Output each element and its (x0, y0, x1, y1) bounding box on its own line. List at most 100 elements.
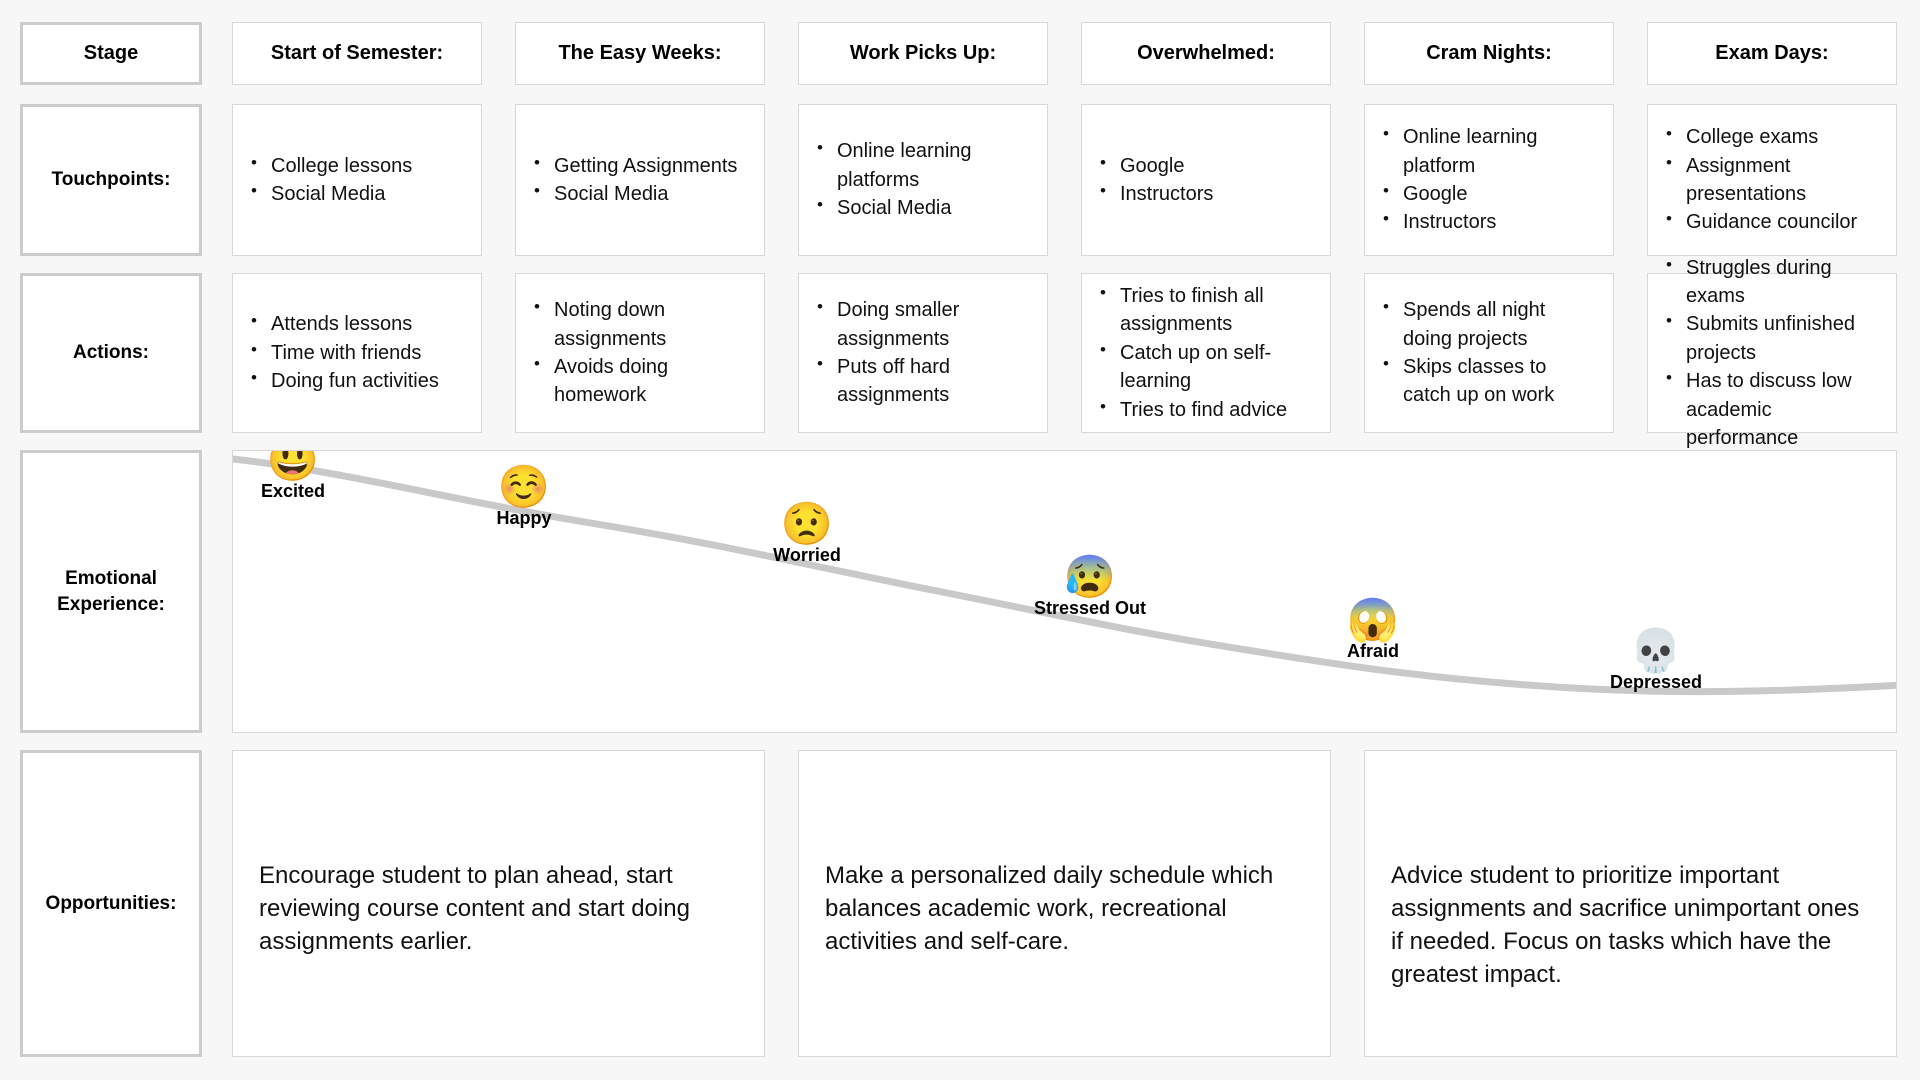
bullet-list: Noting down assignments Avoids doing hom… (516, 274, 764, 432)
bullet-list: College lessons Social Media (233, 105, 481, 255)
touchpoints-cell-2[interactable]: Getting Assignments Social Media (515, 104, 765, 256)
emotion-label: Happy (496, 508, 552, 528)
touchpoints-cell-3[interactable]: Online learning platforms Social Media (798, 104, 1048, 256)
header-stage-3[interactable]: Work Picks Up: (798, 22, 1048, 85)
bullet-list: Spends all night doing projects Skips cl… (1365, 274, 1613, 432)
actions-cell-3[interactable]: Doing smaller assignments Puts off hard … (798, 273, 1048, 433)
opportunities-cell-2[interactable]: Make a personalized daily schedule which… (798, 750, 1331, 1057)
skull-emoji: 💀 (1629, 627, 1683, 674)
list-item: Avoids doing homework (534, 352, 750, 410)
actions-cell-6[interactable]: Struggles during exams Submits unfinishe… (1647, 253, 1897, 449)
header-stage-4-text: Overwhelmed: (1137, 42, 1275, 64)
actions-cell-4[interactable]: Tries to finish all assignments Catch up… (1081, 273, 1331, 433)
actions-cell-1[interactable]: Attends lessons Time with friends Doing … (232, 273, 482, 433)
actions-cell-5[interactable]: Spends all night doing projects Skips cl… (1364, 273, 1614, 433)
header-stage-1[interactable]: Start of Semester: (232, 22, 482, 85)
header-stage-5[interactable]: Cram Nights: (1364, 22, 1614, 85)
row-label-actions: Actions: (20, 273, 202, 433)
emotional-experience-chart: 😃 Excited ☺️ Happy 😟 Worried 😰 Stressed … (232, 450, 1897, 733)
row-label-actions-text: Actions: (73, 342, 149, 364)
list-item: College exams (1666, 122, 1882, 151)
list-item: Tries to find advice (1100, 395, 1316, 424)
header-stage-6-text: Exam Days: (1715, 42, 1829, 64)
list-item: Submits unfinished projects (1666, 309, 1882, 367)
bullet-list: Tries to finish all assignments Catch up… (1082, 274, 1330, 432)
header-stage-5-text: Cram Nights: (1426, 42, 1552, 64)
list-item: Time with friends (251, 338, 467, 367)
list-item: Online learning platforms (817, 136, 1033, 194)
opportunity-text: Make a personalized daily schedule which… (825, 862, 1274, 956)
face-screaming-in-fear-emoji: 😱 (1346, 596, 1400, 643)
header-stage-6[interactable]: Exam Days: (1647, 22, 1897, 85)
row-label-emotional-experience: Emotional Experience: (20, 450, 202, 733)
row-label-touchpoints-text: Touchpoints: (51, 169, 171, 191)
bullet-list: Struggles during exams Submits unfinishe… (1648, 253, 1896, 449)
list-item: Google (1383, 179, 1599, 208)
emotion-label: Stressed Out (1033, 598, 1147, 618)
list-item: College lessons (251, 151, 467, 180)
emotion-label: Depressed (1609, 672, 1703, 692)
emotion-point-depressed: 💀 Depressed (1566, 628, 1746, 693)
list-item: Spends all night doing projects (1383, 295, 1599, 353)
emotion-point-worried: 😟 Worried (717, 501, 897, 566)
list-item: Doing smaller assignments (817, 295, 1033, 353)
header-stage-4[interactable]: Overwhelmed: (1081, 22, 1331, 85)
list-item: Instructors (1383, 207, 1599, 236)
actions-cell-2[interactable]: Noting down assignments Avoids doing hom… (515, 273, 765, 433)
list-item: Tries to finish all assignments (1100, 281, 1316, 339)
emotion-point-stressed-out: 😰 Stressed Out (1000, 554, 1180, 619)
header-stage-2[interactable]: The Easy Weeks: (515, 22, 765, 85)
bullet-list: Google Instructors (1082, 105, 1330, 255)
list-item: Guidance councilor (1666, 207, 1882, 236)
list-item: Instructors (1100, 179, 1316, 208)
header-stage-3-text: Work Picks Up: (849, 42, 997, 64)
header-stage-1-text: Start of Semester: (270, 42, 444, 64)
list-item: Noting down assignments (534, 295, 750, 353)
emotion-label: Worried (773, 545, 841, 565)
list-item: Doing fun activities (251, 366, 467, 395)
grinning-face-big-eyes-emoji: 😃 (266, 450, 320, 483)
list-item: Assignment presentations (1666, 151, 1882, 209)
bullet-list: Online learning platforms Social Media (799, 105, 1047, 255)
list-item: Catch up on self-learning (1100, 338, 1316, 396)
list-item: Social Media (817, 193, 1033, 222)
header-label-text: Stage (83, 42, 139, 64)
opportunities-cell-1[interactable]: Encourage student to plan ahead, start r… (232, 750, 765, 1057)
emotion-label: Afraid (1346, 641, 1399, 661)
list-item: Google (1100, 151, 1316, 180)
list-item: Struggles during exams (1666, 253, 1882, 311)
opportunity-text: Encourage student to plan ahead, start r… (259, 862, 690, 956)
emotion-point-excited: 😃 Excited (233, 450, 383, 502)
row-label-touchpoints: Touchpoints: (20, 104, 202, 256)
smiling-face-emoji: ☺️ (497, 463, 551, 510)
opportunity-text: Advice student to prioritize important a… (1391, 862, 1860, 989)
emotion-curve (233, 455, 1896, 696)
list-item: Puts off hard assignments (817, 352, 1033, 410)
list-item: Online learning platform (1383, 122, 1599, 180)
emotion-label: Excited (260, 481, 326, 501)
list-item: Social Media (251, 179, 467, 208)
bullet-list: College exams Assignment presentations G… (1648, 105, 1896, 255)
touchpoints-cell-5[interactable]: Online learning platform Google Instruct… (1364, 104, 1614, 256)
header-stage-2-text: The Easy Weeks: (558, 42, 722, 64)
bullet-list: Getting Assignments Social Media (516, 105, 764, 255)
touchpoints-cell-4[interactable]: Google Instructors (1081, 104, 1331, 256)
row-label-opportunities-text: Opportunities: (45, 892, 177, 914)
worried-face-emoji: 😟 (780, 500, 834, 547)
row-label-opportunities: Opportunities: (20, 750, 202, 1057)
touchpoints-cell-1[interactable]: College lessons Social Media (232, 104, 482, 256)
anxious-face-with-sweat-emoji: 😰 (1063, 553, 1117, 600)
emotion-point-happy: ☺️ Happy (434, 464, 614, 529)
list-item: Getting Assignments (534, 151, 750, 180)
header-label-cell: Stage (20, 22, 202, 85)
list-item: Has to discuss low academic performance (1666, 366, 1882, 452)
touchpoints-cell-6[interactable]: College exams Assignment presentations G… (1647, 104, 1897, 256)
emotion-point-afraid: 😱 Afraid (1283, 597, 1463, 662)
opportunities-cell-3[interactable]: Advice student to prioritize important a… (1364, 750, 1897, 1057)
bullet-list: Online learning platform Google Instruct… (1365, 105, 1613, 255)
bullet-list: Doing smaller assignments Puts off hard … (799, 274, 1047, 432)
list-item: Social Media (534, 179, 750, 208)
bullet-list: Attends lessons Time with friends Doing … (233, 274, 481, 432)
row-label-emotional-experience-text: Emotional Experience: (57, 568, 165, 615)
